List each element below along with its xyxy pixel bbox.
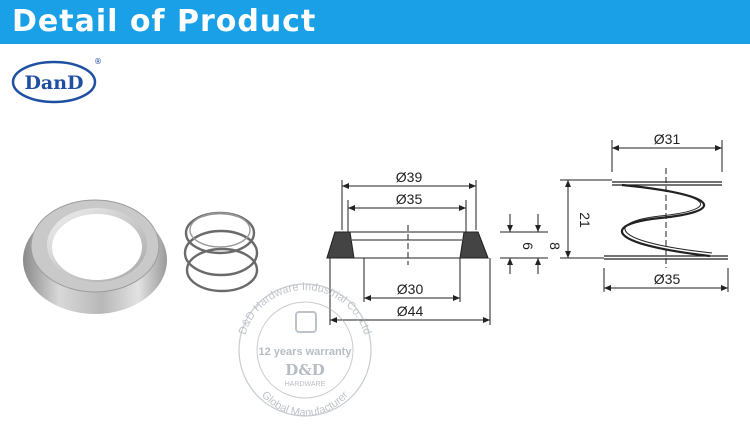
dim-height-outer: 8 bbox=[547, 242, 563, 250]
dim-height-inner: 6 bbox=[520, 242, 536, 250]
svg-text:D&D Hardware Industrial Co.,Lt: D&D Hardware Industrial Co.,Ltd bbox=[237, 281, 374, 336]
dim-spring-bottom: Ø35 bbox=[654, 271, 681, 287]
dim-top-outer: Ø39 bbox=[396, 169, 423, 185]
watermark-sub: HARDWARE bbox=[285, 381, 326, 388]
watermark-company: D&D Hardware Industrial Co.,Ltd bbox=[237, 281, 374, 336]
dim-bottom-outer: Ø44 bbox=[397, 303, 424, 319]
watermark-tagline: Global Manufacturer bbox=[259, 389, 351, 419]
logo-registered-mark: ® bbox=[94, 57, 102, 66]
header-bar: Detail of Product bbox=[0, 0, 750, 44]
watermark-seal: D&D Hardware Industrial Co.,Ltd Global M… bbox=[237, 281, 374, 419]
dim-bottom-inner: Ø30 bbox=[397, 281, 424, 297]
ring-section-drawing bbox=[326, 180, 548, 325]
dim-spring-top: Ø31 bbox=[654, 131, 681, 147]
spring-drawing bbox=[560, 140, 729, 292]
page-title: Detail of Product bbox=[12, 4, 317, 39]
logo-text: DanD bbox=[24, 72, 83, 94]
dand-logo: DanD ® bbox=[11, 57, 102, 104]
ring-photo bbox=[23, 199, 167, 314]
dim-spring-height: 21 bbox=[577, 212, 593, 228]
watermark-brand: D&D bbox=[285, 361, 325, 379]
svg-text:Global Manufacturer: Global Manufacturer bbox=[259, 389, 351, 419]
spring-photo bbox=[183, 211, 259, 293]
dim-top-inner: Ø35 bbox=[396, 191, 423, 207]
watermark-warranty: 12 years warranty bbox=[259, 346, 353, 358]
